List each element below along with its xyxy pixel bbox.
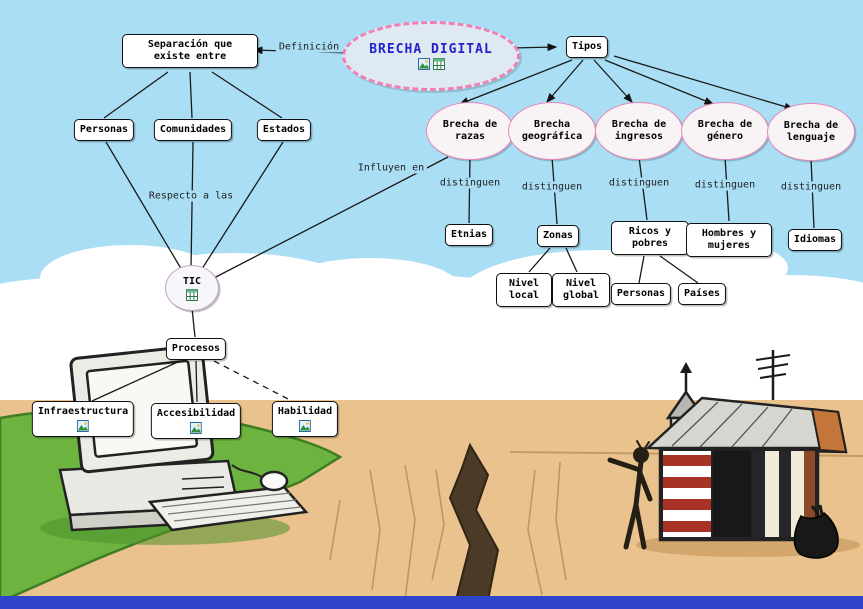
- node-tipos[interactable]: Tipos: [565, 36, 609, 58]
- edge-label-distinguen-lenguaje: distinguen: [777, 181, 845, 193]
- node-hombres-y-mujeres[interactable]: Hombres y mujeres: [686, 223, 772, 257]
- image-icon[interactable]: [299, 420, 311, 432]
- node-comunidades[interactable]: Comunidades: [153, 119, 233, 141]
- node-personas-ingresos[interactable]: Personas: [610, 283, 672, 305]
- cliff-striations: [329, 461, 567, 601]
- hut-illustration: [636, 350, 860, 557]
- table-icon[interactable]: [432, 58, 445, 71]
- image-icon[interactable]: [190, 422, 202, 434]
- node-brecha-lenguaje[interactable]: Brecha de lenguaje: [767, 103, 855, 161]
- node-nivel-local[interactable]: Nivel local: [496, 273, 552, 307]
- node-procesos[interactable]: Procesos: [165, 338, 227, 360]
- node-brecha-geografica[interactable]: Brecha geográfica: [508, 102, 596, 160]
- node-nivel-global[interactable]: Nivel global: [552, 273, 610, 307]
- node-brecha-razas[interactable]: Brecha de razas: [426, 102, 514, 160]
- node-zonas[interactable]: Zonas: [536, 225, 580, 247]
- edge-label-distinguen-geografica: distinguen: [518, 181, 586, 193]
- trash-bag: [793, 504, 839, 559]
- edge-label-distinguen-ingresos: distinguen: [605, 177, 673, 189]
- node-brecha-ingresos[interactable]: Brecha de ingresos: [595, 102, 683, 160]
- edge-label-distinguen-genero: distinguen: [691, 179, 759, 191]
- edge-label-distinguen-razas: distinguen: [436, 177, 504, 189]
- edge-label-influyen: Influyen en: [354, 162, 428, 174]
- node-separacion[interactable]: Separación que existe entre: [122, 34, 258, 68]
- node-accesibilidad[interactable]: Accesibilidad: [150, 403, 242, 439]
- node-brecha-genero[interactable]: Brecha de género: [681, 102, 769, 160]
- person-illustration: [607, 440, 653, 550]
- image-icon[interactable]: [417, 58, 430, 71]
- node-infraestructura[interactable]: Infraestructura: [31, 401, 135, 437]
- node-personas[interactable]: Personas: [73, 119, 135, 141]
- node-tic[interactable]: TIC: [165, 265, 219, 311]
- node-brecha-digital[interactable]: BRECHA DIGITAL: [342, 21, 520, 91]
- node-ricos-y-pobres[interactable]: Ricos y pobres: [611, 221, 689, 255]
- edge-label-definicion: Definición: [275, 41, 343, 53]
- page-title: BRECHA DIGITAL: [369, 41, 493, 57]
- node-etnias[interactable]: Etnias: [444, 224, 494, 246]
- bottom-bar: [0, 596, 863, 609]
- node-paises[interactable]: Países: [677, 283, 727, 305]
- node-habilidad[interactable]: Habilidad: [271, 401, 339, 437]
- image-icon[interactable]: [77, 420, 89, 432]
- edge-label-respecto: Respecto a las: [145, 190, 237, 202]
- table-icon[interactable]: [186, 288, 198, 301]
- node-idiomas[interactable]: Idiomas: [787, 229, 843, 251]
- node-estados[interactable]: Estados: [256, 119, 312, 141]
